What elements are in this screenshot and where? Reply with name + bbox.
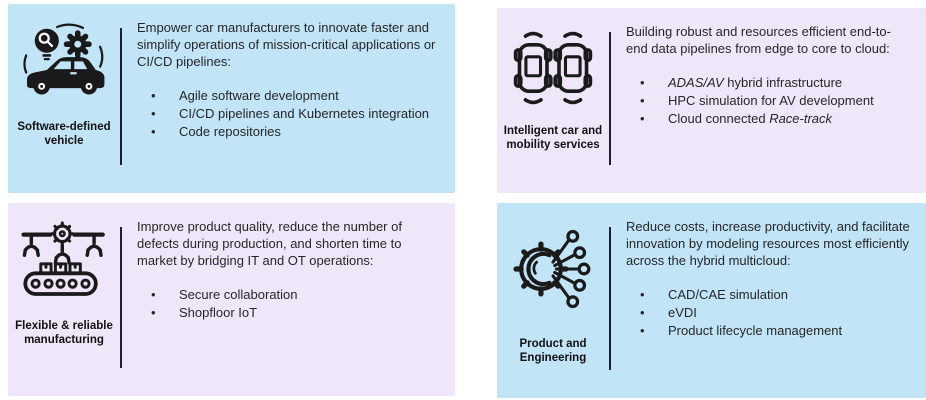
bullet-item: eVDI xyxy=(626,304,912,322)
bullet-item: CI/CD pipelines and Kubernetes integrati… xyxy=(137,105,441,123)
card-content: Empower car manufacturers to innovate fa… xyxy=(122,4,455,193)
card-intro: Reduce costs, increase productivity, and… xyxy=(626,219,910,268)
software-defined-vehicle-icon xyxy=(21,20,107,108)
bullet-text: hybrid infrastructure xyxy=(723,75,843,90)
bullet-item: Secure collaboration xyxy=(137,286,441,304)
bullet-list: CAD/CAE simulation eVDI Product lifecycle … xyxy=(626,286,912,340)
bullet-item: CAD/CAE simulation xyxy=(626,286,912,304)
card-label: Intelligent car and mobility services xyxy=(503,125,603,152)
bullet-text: eVDI xyxy=(668,305,697,320)
bullet-item: Code repositories xyxy=(137,123,441,141)
bullet-item: Cloud connected Race-track xyxy=(626,110,912,128)
icon-column: Intelligent car and mobility services xyxy=(497,8,609,193)
divider xyxy=(120,28,122,165)
bullet-text-italic: Race-track xyxy=(769,111,833,126)
card-software-defined-vehicle: Software-defined vehicle Empower car man… xyxy=(8,4,455,193)
card-intro: Improve product quality, reduce the numb… xyxy=(137,219,402,268)
card-intro: Empower car manufacturers to innovate fa… xyxy=(137,20,436,69)
bullet-item: Shopfloor IoT xyxy=(137,304,441,322)
icon-column: Software-defined vehicle xyxy=(8,4,120,193)
card-content: Reduce costs, increase productivity, and… xyxy=(611,203,926,398)
bullet-text: CAD/CAE simulation xyxy=(668,287,788,302)
divider xyxy=(120,227,122,368)
bullet-text-italic: ADAS/AV xyxy=(668,75,724,90)
gear-network-icon xyxy=(510,225,596,313)
conveyor-robotic-arms-icon xyxy=(21,219,107,307)
icon-column: Product and Engineering xyxy=(497,203,609,398)
bullet-item: Agile software development xyxy=(137,87,441,105)
bullet-list: Agile software developmentCI/CD pipeline… xyxy=(137,87,441,141)
card-label: Product and Engineering xyxy=(519,338,587,365)
bullet-list: Secure collaborationShopfloor IoT xyxy=(137,286,441,322)
bullet-item: HPC simulation for AV development xyxy=(626,92,912,110)
card-product-engineering: Product and Engineering Reduce costs, in… xyxy=(497,203,926,398)
bullet-item: ADAS/AV hybrid infrastructure xyxy=(626,74,912,92)
divider xyxy=(609,227,611,370)
bullet-text: Product lifecycle management xyxy=(668,323,843,338)
card-label: Flexible & reliable manufacturing xyxy=(15,320,113,347)
bullet-text: CI/CD pipelines and Kubernetes integrati… xyxy=(179,106,430,121)
bullet-text: HPC simulation for AV development xyxy=(668,93,874,108)
bullet-text: Code repositories xyxy=(179,124,281,139)
icon-column: Flexible & reliable manufacturing xyxy=(8,203,120,396)
card-flexible-manufacturing: Flexible & reliable manufacturing Improv… xyxy=(8,203,455,396)
bullet-text: Secure collaboration xyxy=(179,287,298,302)
bullet-text: Shopfloor IoT xyxy=(179,305,258,320)
card-label: Software-defined vehicle xyxy=(17,121,111,148)
bullet-text: Agile software development xyxy=(179,88,339,103)
connected-cars-top-view-icon xyxy=(510,24,596,112)
card-content: Improve product quality, reduce the numb… xyxy=(122,203,455,396)
divider xyxy=(609,32,611,165)
card-intro: Building robust and resources efficient … xyxy=(626,24,891,56)
bullet-list: ADAS/AV hybrid infrastructureHPC simulat… xyxy=(626,74,912,128)
bullet-item: Product lifecycle management xyxy=(626,322,912,340)
bullet-text: Cloud connected xyxy=(668,111,770,126)
card-intelligent-car-mobility: Intelligent car and mobility services Bu… xyxy=(497,8,926,193)
card-content: Building robust and resources efficient … xyxy=(611,8,926,193)
